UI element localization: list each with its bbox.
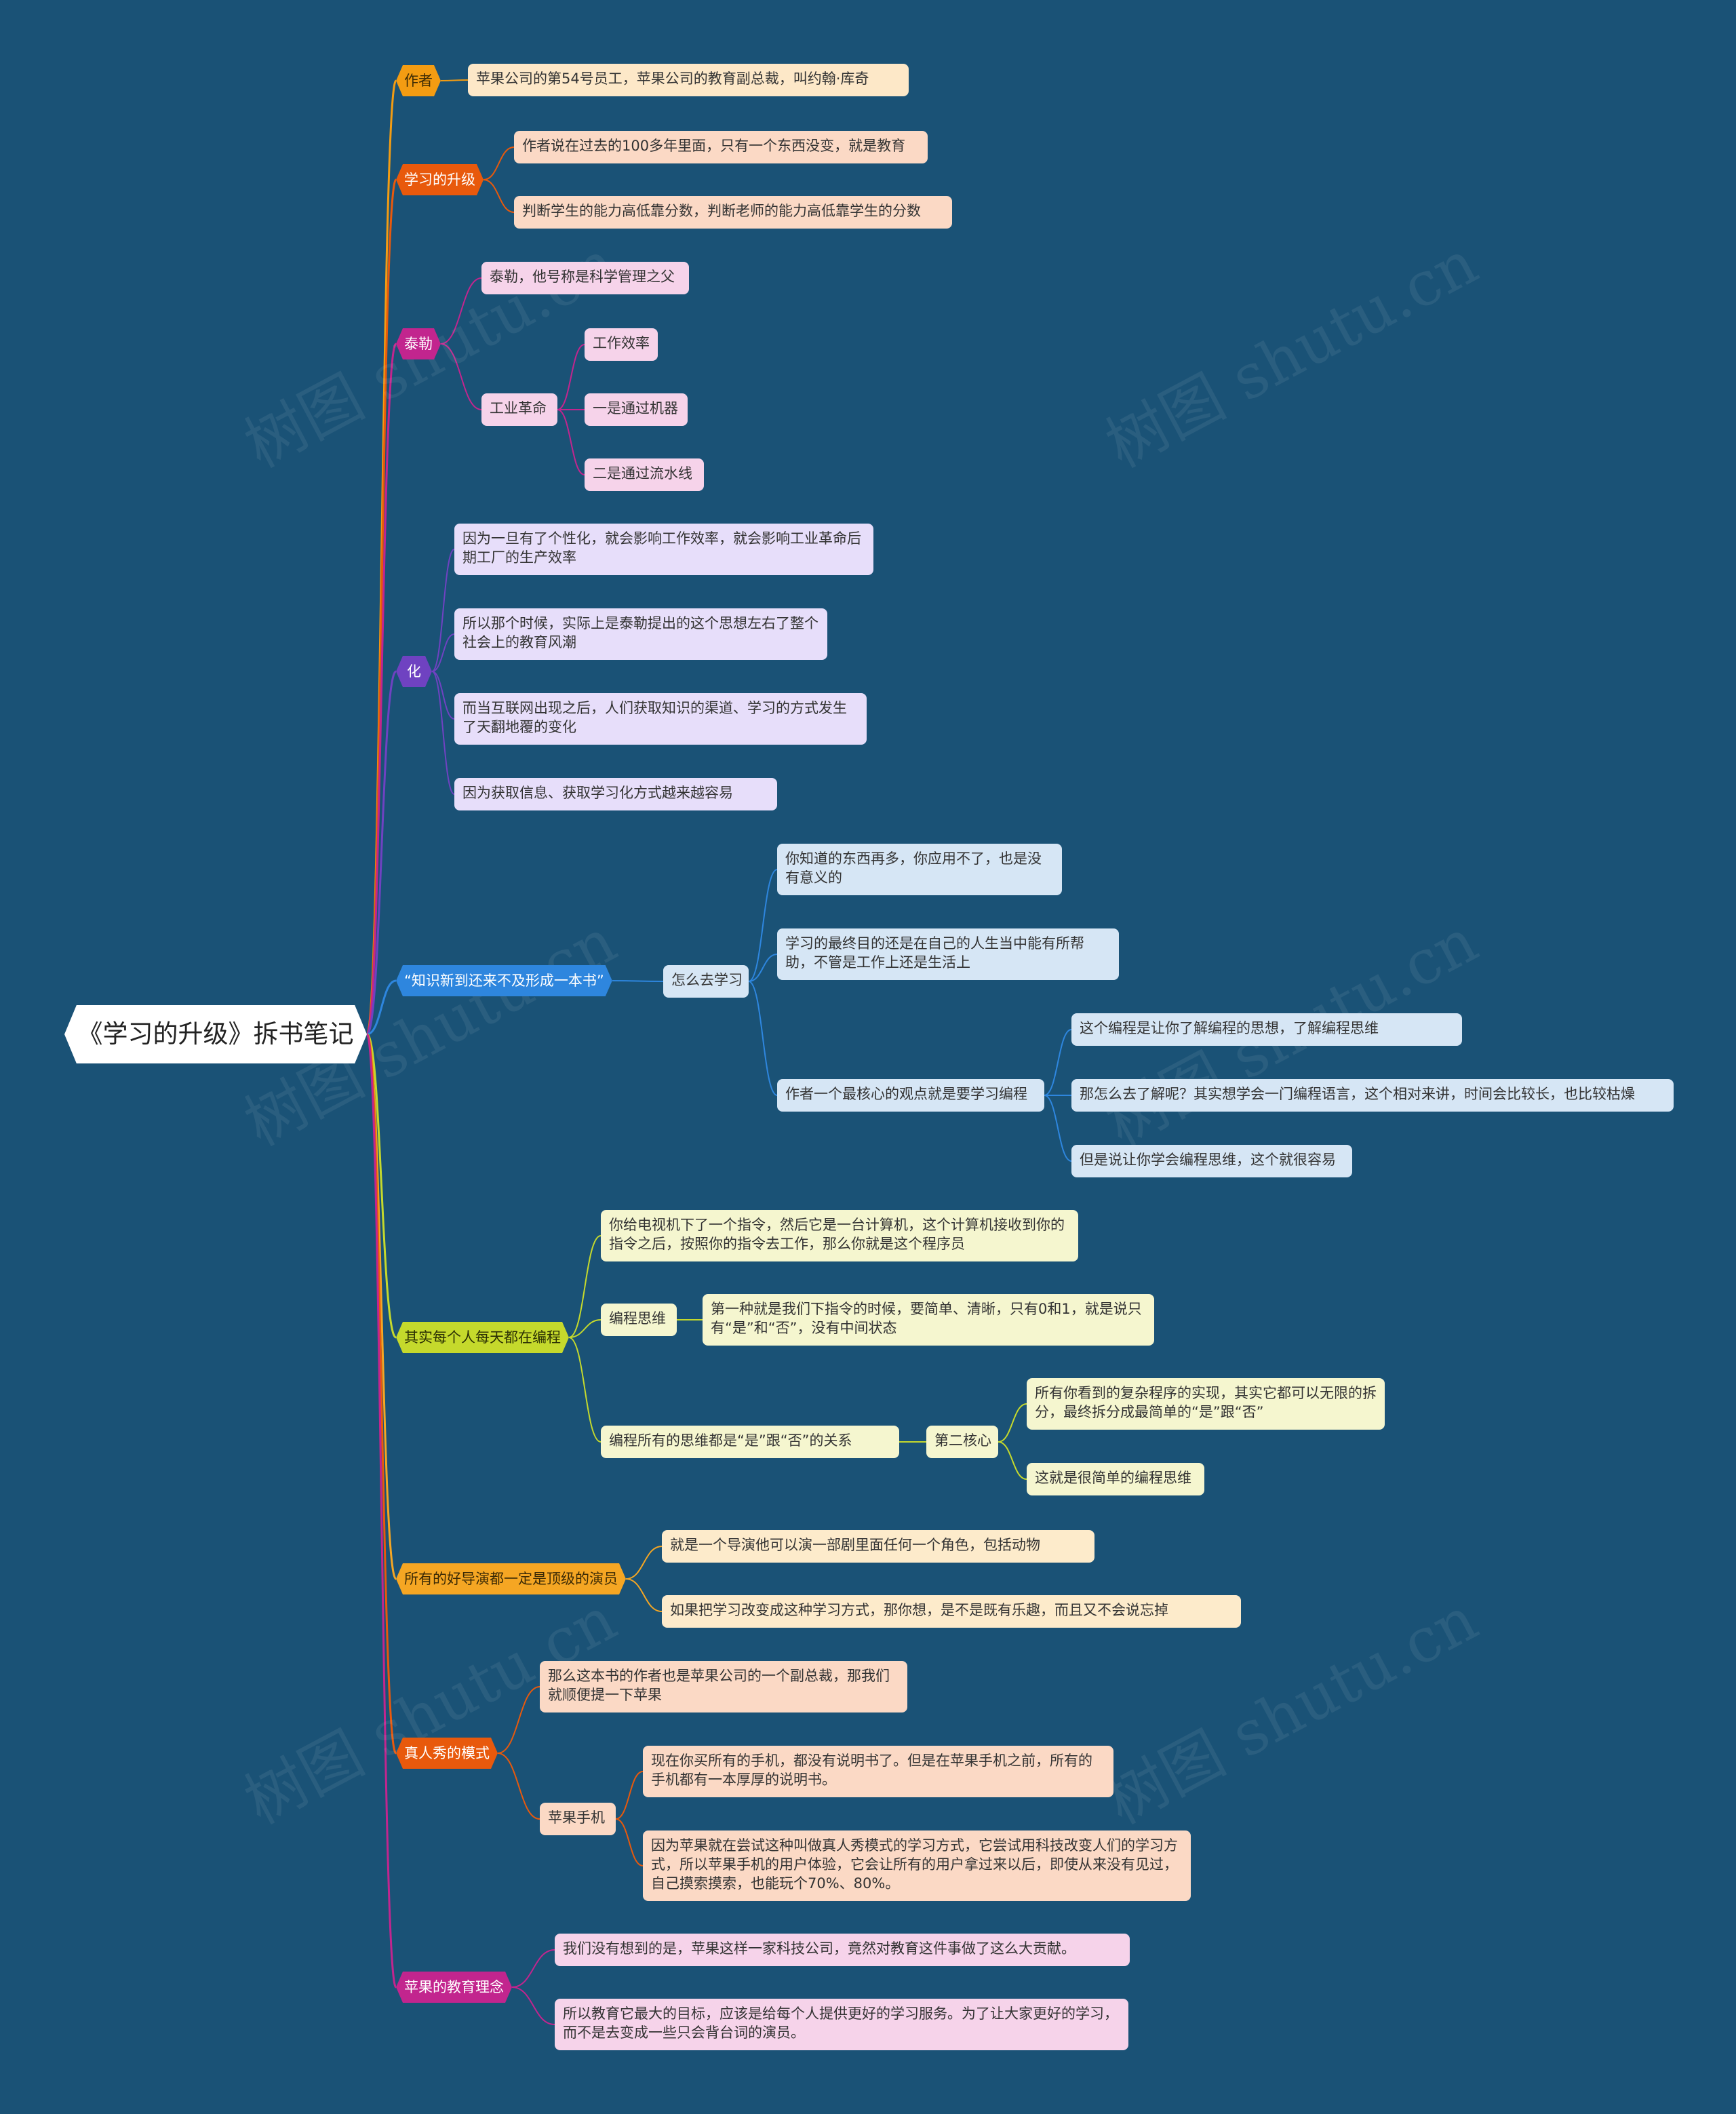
leaf-node[interactable]: 因为获取信息、获取学习化方式越来越容易 [454, 778, 777, 810]
leaf-node[interactable]: 因为一旦有了个性化，就会影响工作效率，就会影响工业革命后期工厂的生产效率 [454, 524, 873, 575]
sub-node-hexin[interactable]: 第二核心 [926, 1426, 998, 1458]
connector-line [431, 671, 455, 795]
leaf-node[interactable]: 这个编程是让你了解编程的思想，了解编程思维 [1071, 1013, 1462, 1046]
connector-line [431, 671, 455, 720]
connector-line [568, 1337, 601, 1443]
leaf-node[interactable]: 工作效率 [585, 328, 658, 361]
leaf-node[interactable]: 而当互联网出现之后，人们获取知识的渠道、学习的方式发生了天翻地覆的变化 [454, 693, 867, 745]
connector-line [366, 979, 397, 1036]
root-node[interactable]: 《学习的升级》拆书笔记 [64, 1005, 367, 1063]
connector-line [568, 1235, 601, 1338]
leaf-node[interactable]: 一是通过机器 [585, 393, 688, 426]
connector-line [998, 1441, 1027, 1480]
leaf-node[interactable]: 学习的最终目的还是在自己的人生当中能有所帮助，不管是工作上还是生活上 [777, 928, 1119, 980]
connector-line [748, 954, 778, 982]
connector-line [511, 1949, 555, 1988]
connector-line [483, 146, 515, 180]
connector-line [366, 1033, 397, 1989]
branch-biancheng[interactable]: 其实每个人每天都在编程 [396, 1322, 569, 1353]
leaf-node[interactable]: 第一种就是我们下指令的时候，要简单、清晰，只有0和1，就是说只有“是”和“否”，… [703, 1294, 1154, 1346]
connector-line [497, 1753, 540, 1820]
branch-zhenrenxiu[interactable]: 真人秀的模式 [396, 1738, 498, 1769]
sub-node-pingguo[interactable]: 苹果手机 [540, 1803, 616, 1835]
connector-line [431, 633, 455, 672]
connector-line [431, 549, 455, 672]
leaf-node[interactable]: 这就是很简单的编程思维 [1027, 1463, 1204, 1495]
connector-line [1044, 1095, 1072, 1162]
connector-line [440, 277, 482, 345]
leaf-node[interactable]: 判断学生的能力高低靠分数，判断老师的能力高低靠学生的分数 [514, 196, 952, 229]
connector-line [440, 343, 482, 410]
connector-line [511, 1986, 555, 2025]
leaf-node[interactable]: 二是通过流水线 [585, 458, 704, 491]
connector-line [748, 981, 778, 1096]
branch-hua[interactable]: 化 [396, 656, 432, 687]
sub-node-gongye[interactable]: 工业革命 [481, 393, 557, 426]
branch-taile[interactable]: 泰勒 [396, 328, 441, 359]
leaf-node[interactable]: 你给电视机下了一个指令，然后它是一台计算机，这个计算机接收到你的指令之后，按照你… [601, 1210, 1078, 1261]
sub-node-zenme[interactable]: 怎么去学习 [663, 965, 749, 998]
leaf-node[interactable]: 苹果公司的第54号员工，苹果公司的教育副总裁，叫约翰·库奇 [468, 64, 909, 96]
leaf-node[interactable]: 所以那个时候，实际上是泰勒提出的这个思想左右了整个社会上的教育风潮 [454, 608, 827, 660]
branch-shengji[interactable]: 学习的升级 [396, 164, 484, 195]
connector-line [557, 409, 585, 475]
branch-zuozhe[interactable]: 作者 [396, 65, 441, 96]
leaf-node[interactable]: 我们没有想到的是，苹果这样一家科技公司，竟然对教育这件事做了这么大贡献。 [555, 1934, 1130, 1966]
connector-line [440, 79, 469, 81]
connector-line [998, 1403, 1027, 1443]
leaf-node[interactable]: 作者说在过去的100多年里面，只有一个东西没变，就是教育 [514, 131, 928, 163]
connector-line [625, 1546, 663, 1580]
connector-line [497, 1686, 540, 1754]
connector-line [615, 1771, 644, 1820]
sub-node-siwei[interactable]: 编程思维 [601, 1304, 677, 1336]
connector-line [557, 344, 585, 410]
leaf-node[interactable]: 泰勒，他号称是科学管理之父 [481, 262, 689, 294]
connector-line [366, 1033, 397, 1755]
branch-zhishi[interactable]: “知识新到还来不及形成一本书” [396, 965, 612, 996]
connector-line [748, 869, 778, 982]
connector-line [625, 1578, 663, 1612]
leaf-node[interactable]: 那怎么去了解呢？其实想学会一门编程语言，这个相对来讲，时间会比较长，也比较枯燥 [1071, 1079, 1674, 1112]
sub-node-biancheng[interactable]: 作者一个最核心的观点就是要学习编程 [777, 1079, 1044, 1112]
connector-line [366, 670, 397, 1036]
leaf-node[interactable]: 如果把学习改变成这种学习方式，那你想，是不是既有乐趣，而且又不会说忘掉 [662, 1595, 1241, 1628]
connector-line [483, 179, 515, 213]
leaf-node[interactable]: 那么这本书的作者也是苹果公司的一个副总裁，那我们就顺便提一下苹果 [540, 1661, 907, 1712]
leaf-node[interactable]: 所以教育它最大的目标，应该是给每个人提供更好的学习服务。为了让大家更好的学习，而… [555, 1999, 1128, 2050]
leaf-node[interactable]: 就是一个导演他可以演一部剧里面任何一个角色，包括动物 [662, 1530, 1094, 1563]
leaf-node[interactable]: 因为苹果就在尝试这种叫做真人秀模式的学习方式，它尝试用科技改变人们的学习方式，所… [643, 1831, 1191, 1901]
connector-line [568, 1319, 601, 1338]
connector-line [366, 1033, 397, 1339]
connector-line [615, 1818, 644, 1866]
connector-line [366, 178, 397, 1036]
branch-daoyan[interactable]: 所有的好导演都一定是顶级的演员 [396, 1563, 626, 1594]
connector-line [1044, 1029, 1072, 1096]
sub-node-guanxi[interactable]: 编程所有的思维都是“是”跟“否”的关系 [601, 1426, 899, 1458]
leaf-node[interactable]: 现在你买所有的手机，都没有说明书了。但是在苹果手机之前，所有的手机都有一本厚厚的… [643, 1746, 1113, 1797]
leaf-node[interactable]: 所有你看到的复杂程序的实现，其实它都可以无限的拆分，最终拆分成最简单的“是”跟“… [1027, 1378, 1385, 1430]
connector-line [366, 342, 397, 1036]
branch-linian[interactable]: 苹果的教育理念 [396, 1972, 512, 2003]
leaf-node[interactable]: 但是说让你学会编程思维，这个就很容易 [1071, 1145, 1352, 1177]
leaf-node[interactable]: 你知道的东西再多，你应用不了，也是没有意义的 [777, 844, 1062, 895]
